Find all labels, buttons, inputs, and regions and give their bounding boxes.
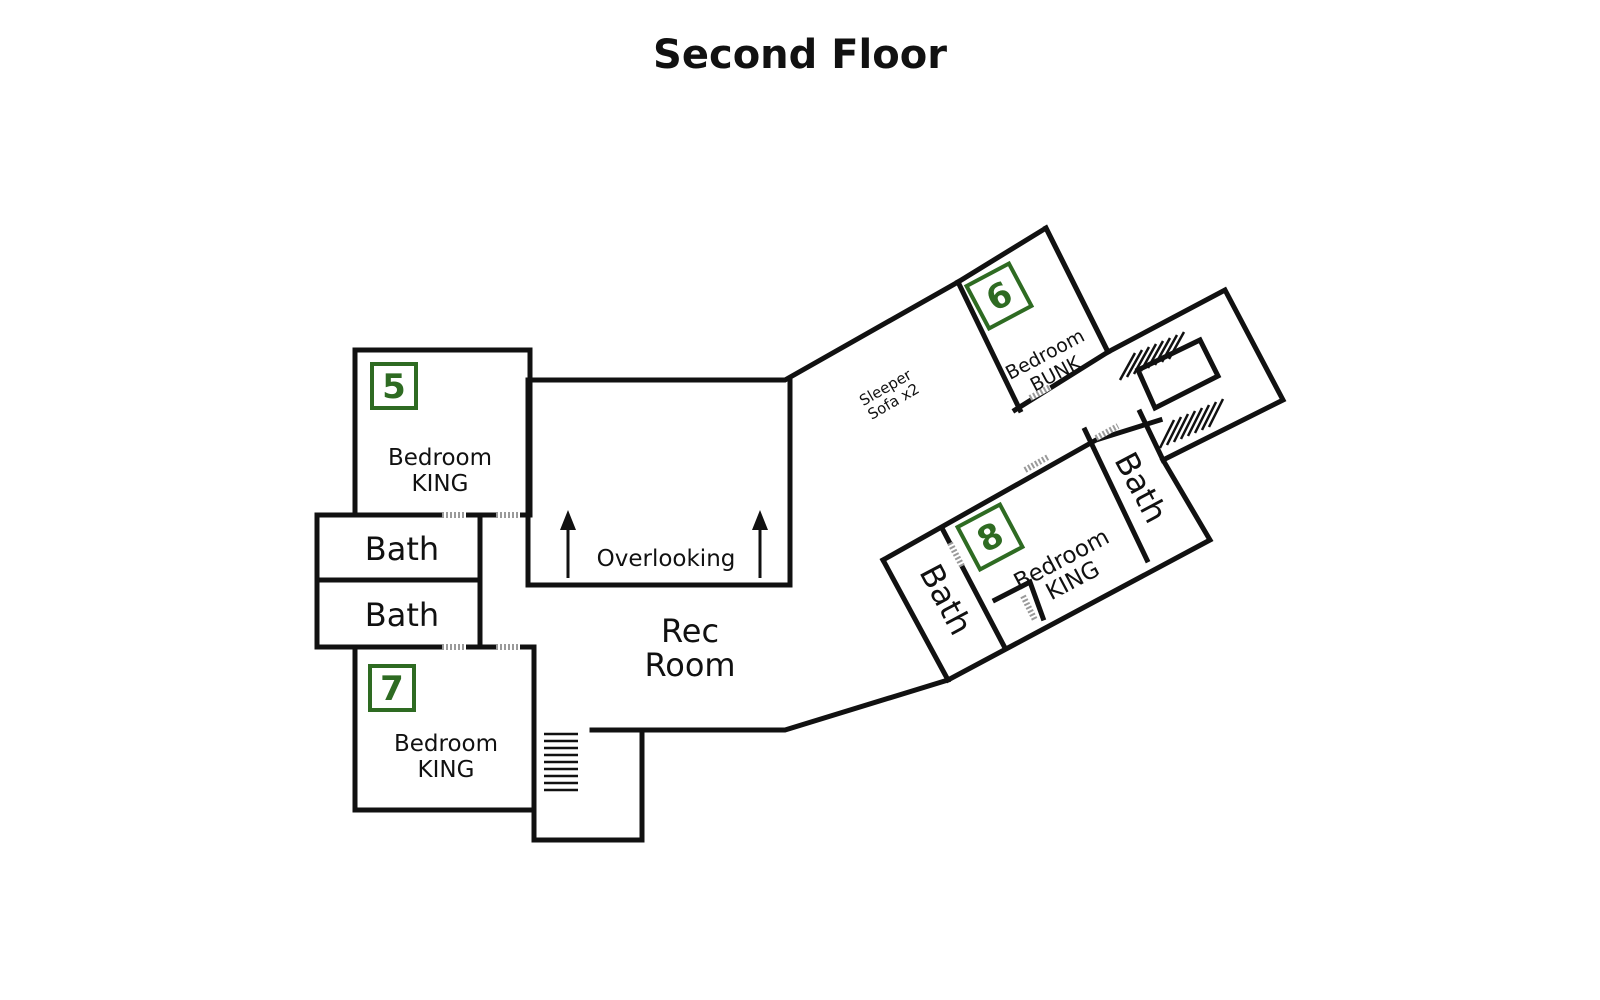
room-label: Bedroom bbox=[394, 731, 498, 757]
up-arrow-icon bbox=[752, 510, 768, 578]
bath-label: Bath bbox=[365, 530, 439, 568]
page-title: Second Floor bbox=[653, 32, 947, 78]
bed-type: KING bbox=[412, 471, 469, 497]
room-number-badge bbox=[370, 362, 418, 410]
bedroom-6: 6 Bedroom BUNK bbox=[963, 260, 1088, 396]
sleeper-sofa: Sleeper Sofa x2 bbox=[856, 365, 922, 423]
bedroom-5: 5 Bedroom KING bbox=[370, 362, 492, 497]
room-number-badge bbox=[963, 260, 1035, 332]
up-arrow-icon bbox=[560, 510, 576, 578]
staircase-icon bbox=[1118, 331, 1225, 449]
bath-label: Bath bbox=[365, 596, 439, 634]
doorways bbox=[442, 384, 1120, 650]
rec-room-label: Room bbox=[644, 646, 735, 684]
overlooking-label: Overlooking bbox=[597, 546, 736, 572]
room-number: 5 bbox=[382, 367, 406, 407]
rec-room-label: Rec bbox=[661, 612, 719, 650]
staircase-icon bbox=[544, 732, 578, 792]
room-label: Bedroom bbox=[388, 445, 492, 471]
bedroom-7: 7 Bedroom KING bbox=[368, 664, 498, 783]
room-number: 7 bbox=[380, 669, 404, 709]
room-number-badge bbox=[368, 664, 416, 712]
bed-type: KING bbox=[418, 757, 475, 783]
overlook-area: Overlooking bbox=[560, 510, 768, 578]
room-number-badge bbox=[954, 501, 1026, 573]
